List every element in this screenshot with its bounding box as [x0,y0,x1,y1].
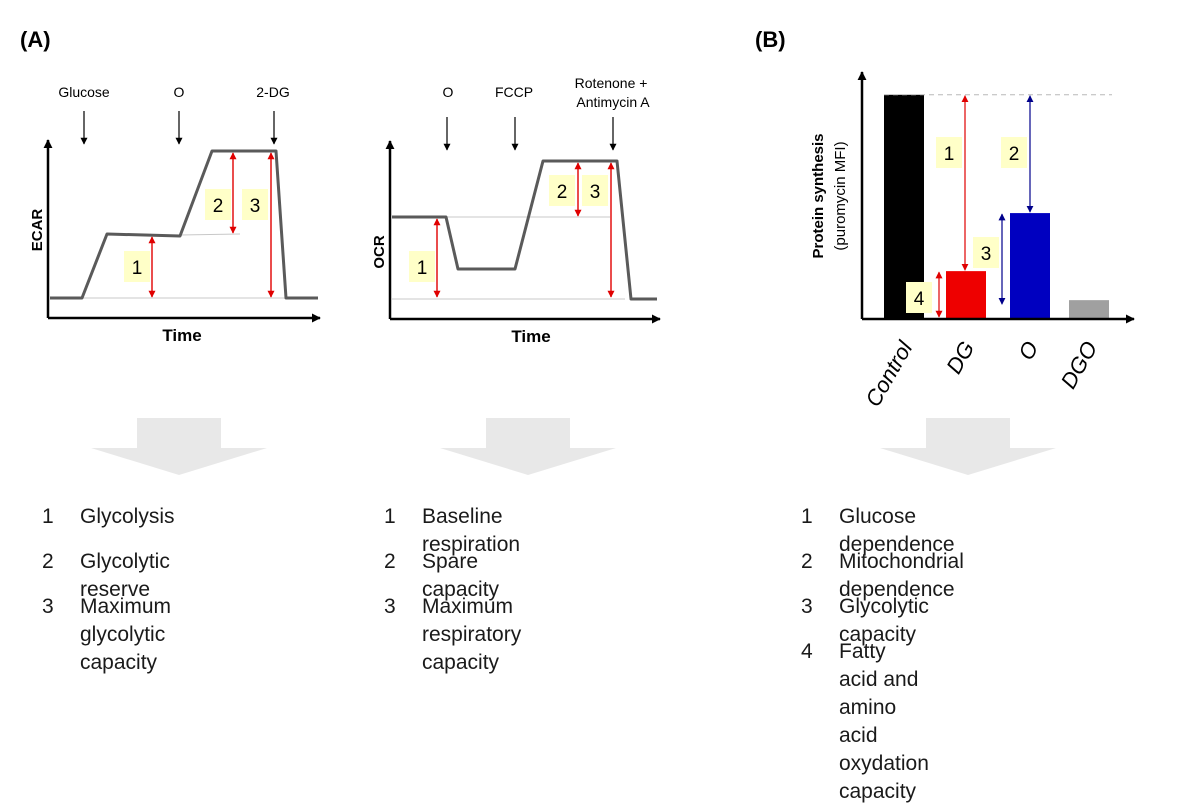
legend-text: Baseline respiration [422,505,521,556]
bar-marker-box [1001,137,1027,168]
bar-dgo [1069,300,1109,318]
legend-text: Glycolytic capacity [839,595,929,646]
legend-number: 4 [801,640,813,663]
bar-marker-2: 2 [1009,144,1020,165]
ocr-injection-fccp: FCCP [495,84,533,100]
ecar-guide-line [179,233,241,236]
legend-number: 2 [801,550,813,573]
bar-o [1010,213,1050,318]
bar-marker-box [906,282,932,313]
legend-text: Maximum glycolytic capacity [80,595,172,674]
ecar-marker-box [242,189,268,220]
bar-marker-3: 3 [981,244,992,265]
legend-number: 1 [384,505,396,528]
bar-marker-1: 1 [944,144,955,165]
bar-control [884,94,924,319]
ecar-trace [50,149,318,300]
down-arrow [91,418,267,475]
legend-text: Glycolysis [80,505,175,528]
ecar-marker-1: 1 [132,258,143,279]
bar-category-label: Control [860,336,918,411]
bar-y-label: Protein synthesis [810,133,827,258]
panel-a-label: (A) [20,27,51,52]
ecar-plot: ECAR Time Glucose O 2-DG 1 2 3 [29,84,321,345]
legend-text: Mitochondrial dependence [839,550,964,601]
ecar-marker-box [124,251,150,282]
legend-number: 3 [42,595,54,618]
bar-marker-4: 4 [914,289,925,310]
ocr-marker-3: 3 [590,182,601,203]
bar-marker-box [936,137,962,168]
legend-number: 1 [42,505,54,528]
ecar-injection-o: O [174,84,185,100]
ocr-x-label: Time [511,327,550,346]
ocr-y-label: OCR [371,235,388,269]
ocr-marker-1: 1 [417,258,428,279]
bar-category-label: DG [941,337,979,378]
ecar-marker-2: 2 [213,196,224,217]
ocr-trace [392,159,657,301]
ocr-injection-rotenone: Rotenone + Antimycin A [575,75,652,110]
ecar-injection-glucose: Glucose [58,84,110,100]
legend-number: 2 [384,550,396,573]
ecar-marker-3: 3 [250,196,261,217]
bar-y-label-sub: (puromycin MFI) [832,141,849,250]
bar-category-label: DGO [1056,337,1103,393]
legend-text: Glucose dependence [839,505,955,556]
legend-text: Spare capacity [422,550,500,601]
protein-synthesis-chart: Protein synthesis (puromycin MFI) 1 2 3 … [810,71,1135,411]
bar-marker-box [973,237,999,268]
legend-number: 3 [801,595,813,618]
legend-number: 2 [42,550,54,573]
down-arrow [880,418,1056,475]
legend-number: 1 [801,505,813,528]
figure-canvas: (A) (B) ECAR Time Glucose O 2-DG 1 2 3 O… [20,27,1135,475]
ecar-x-label: Time [162,326,201,345]
down-arrow [440,418,616,475]
bar-category-label: O [1013,337,1043,364]
ecar-injection-2dg: 2-DG [256,84,289,100]
ocr-marker-box [549,175,575,206]
ecar-y-label: ECAR [29,209,46,252]
legend-number: 3 [384,595,396,618]
ocr-marker-2: 2 [557,182,568,203]
bar-dg [946,271,986,318]
panel-b-label: (B) [755,27,786,52]
legend-text: Maximum respiratory capacity [422,595,522,674]
ocr-marker-box [409,251,435,282]
ocr-plot: OCR Time O FCCP Rotenone + Antimycin A 1… [371,75,661,346]
legend-text: Fatty acid and amino acid oxydation capa… [839,640,929,803]
ecar-marker-box [205,189,231,220]
ocr-injection-o: O [443,84,454,100]
legend-text: Glycolytic reserve [80,550,170,601]
ocr-marker-box [582,175,608,206]
